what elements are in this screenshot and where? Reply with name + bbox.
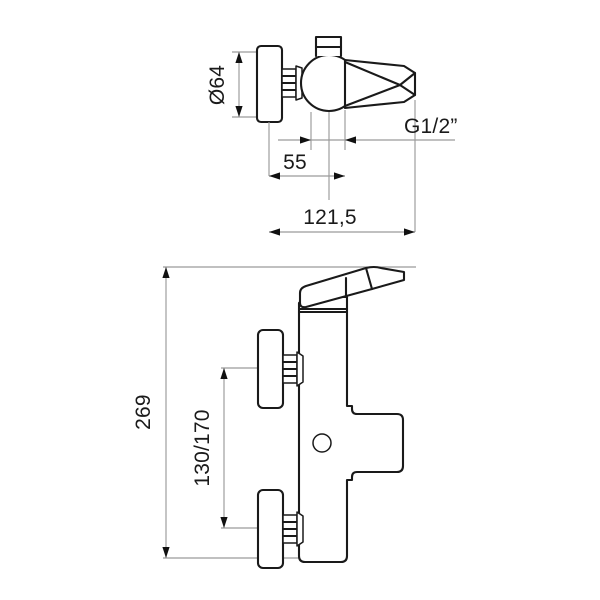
dimension-label-diameter-64: Ø64 [206, 65, 229, 105]
arrow-dia64-bottom [235, 106, 243, 117]
arrow-55-left [269, 172, 280, 180]
dimension-label-55: 55 [283, 151, 307, 174]
arrow-1215-left [269, 228, 280, 236]
arrow-55-right [334, 172, 345, 180]
dimension-label-121-5: 121,5 [303, 206, 357, 229]
dimension-thread-g12: G1/2” [278, 115, 458, 144]
side-view-body [297, 310, 405, 564]
side-view-collar-upper [296, 351, 304, 387]
top-view-group: Ø64 [206, 35, 458, 236]
dimension-diameter-64: Ø64 [206, 51, 262, 118]
dimension-label-thread-g12: G1/2” [404, 115, 458, 138]
side-view-group: 269 130/170 [132, 265, 416, 570]
arrow-1215-right [404, 228, 415, 236]
arrow-g12-left [300, 136, 311, 144]
side-view-collar-lower [296, 511, 304, 547]
side-view-escutcheon-upper [256, 328, 285, 410]
arrow-g12-right [345, 136, 356, 144]
arrow-dia64-top [235, 52, 243, 63]
dimension-label-130-170: 130/170 [191, 409, 214, 486]
dimension-121-5: 121,5 [269, 206, 415, 236]
arrow-269-bottom [162, 547, 170, 558]
dimension-55: 55 [269, 151, 345, 180]
side-view-lever-edge [364, 266, 374, 291]
top-view-connector-collar [295, 65, 303, 101]
side-view-body-hole [312, 433, 332, 453]
side-view-inlet-upper [256, 328, 304, 410]
arrow-130170-top [220, 368, 228, 379]
side-view-escutcheon-lower [256, 488, 285, 570]
side-view-lever-handle [298, 265, 406, 309]
side-view-inlet-lower [256, 488, 304, 570]
arrow-130170-bottom [220, 517, 228, 528]
top-view-lever-edge-lower [398, 83, 417, 97]
top-view-connector [280, 65, 303, 101]
top-view-lever-edge-upper [398, 71, 417, 87]
dimension-label-269: 269 [132, 394, 155, 430]
top-view-escutcheon [255, 44, 284, 124]
arrow-269-top [162, 267, 170, 278]
